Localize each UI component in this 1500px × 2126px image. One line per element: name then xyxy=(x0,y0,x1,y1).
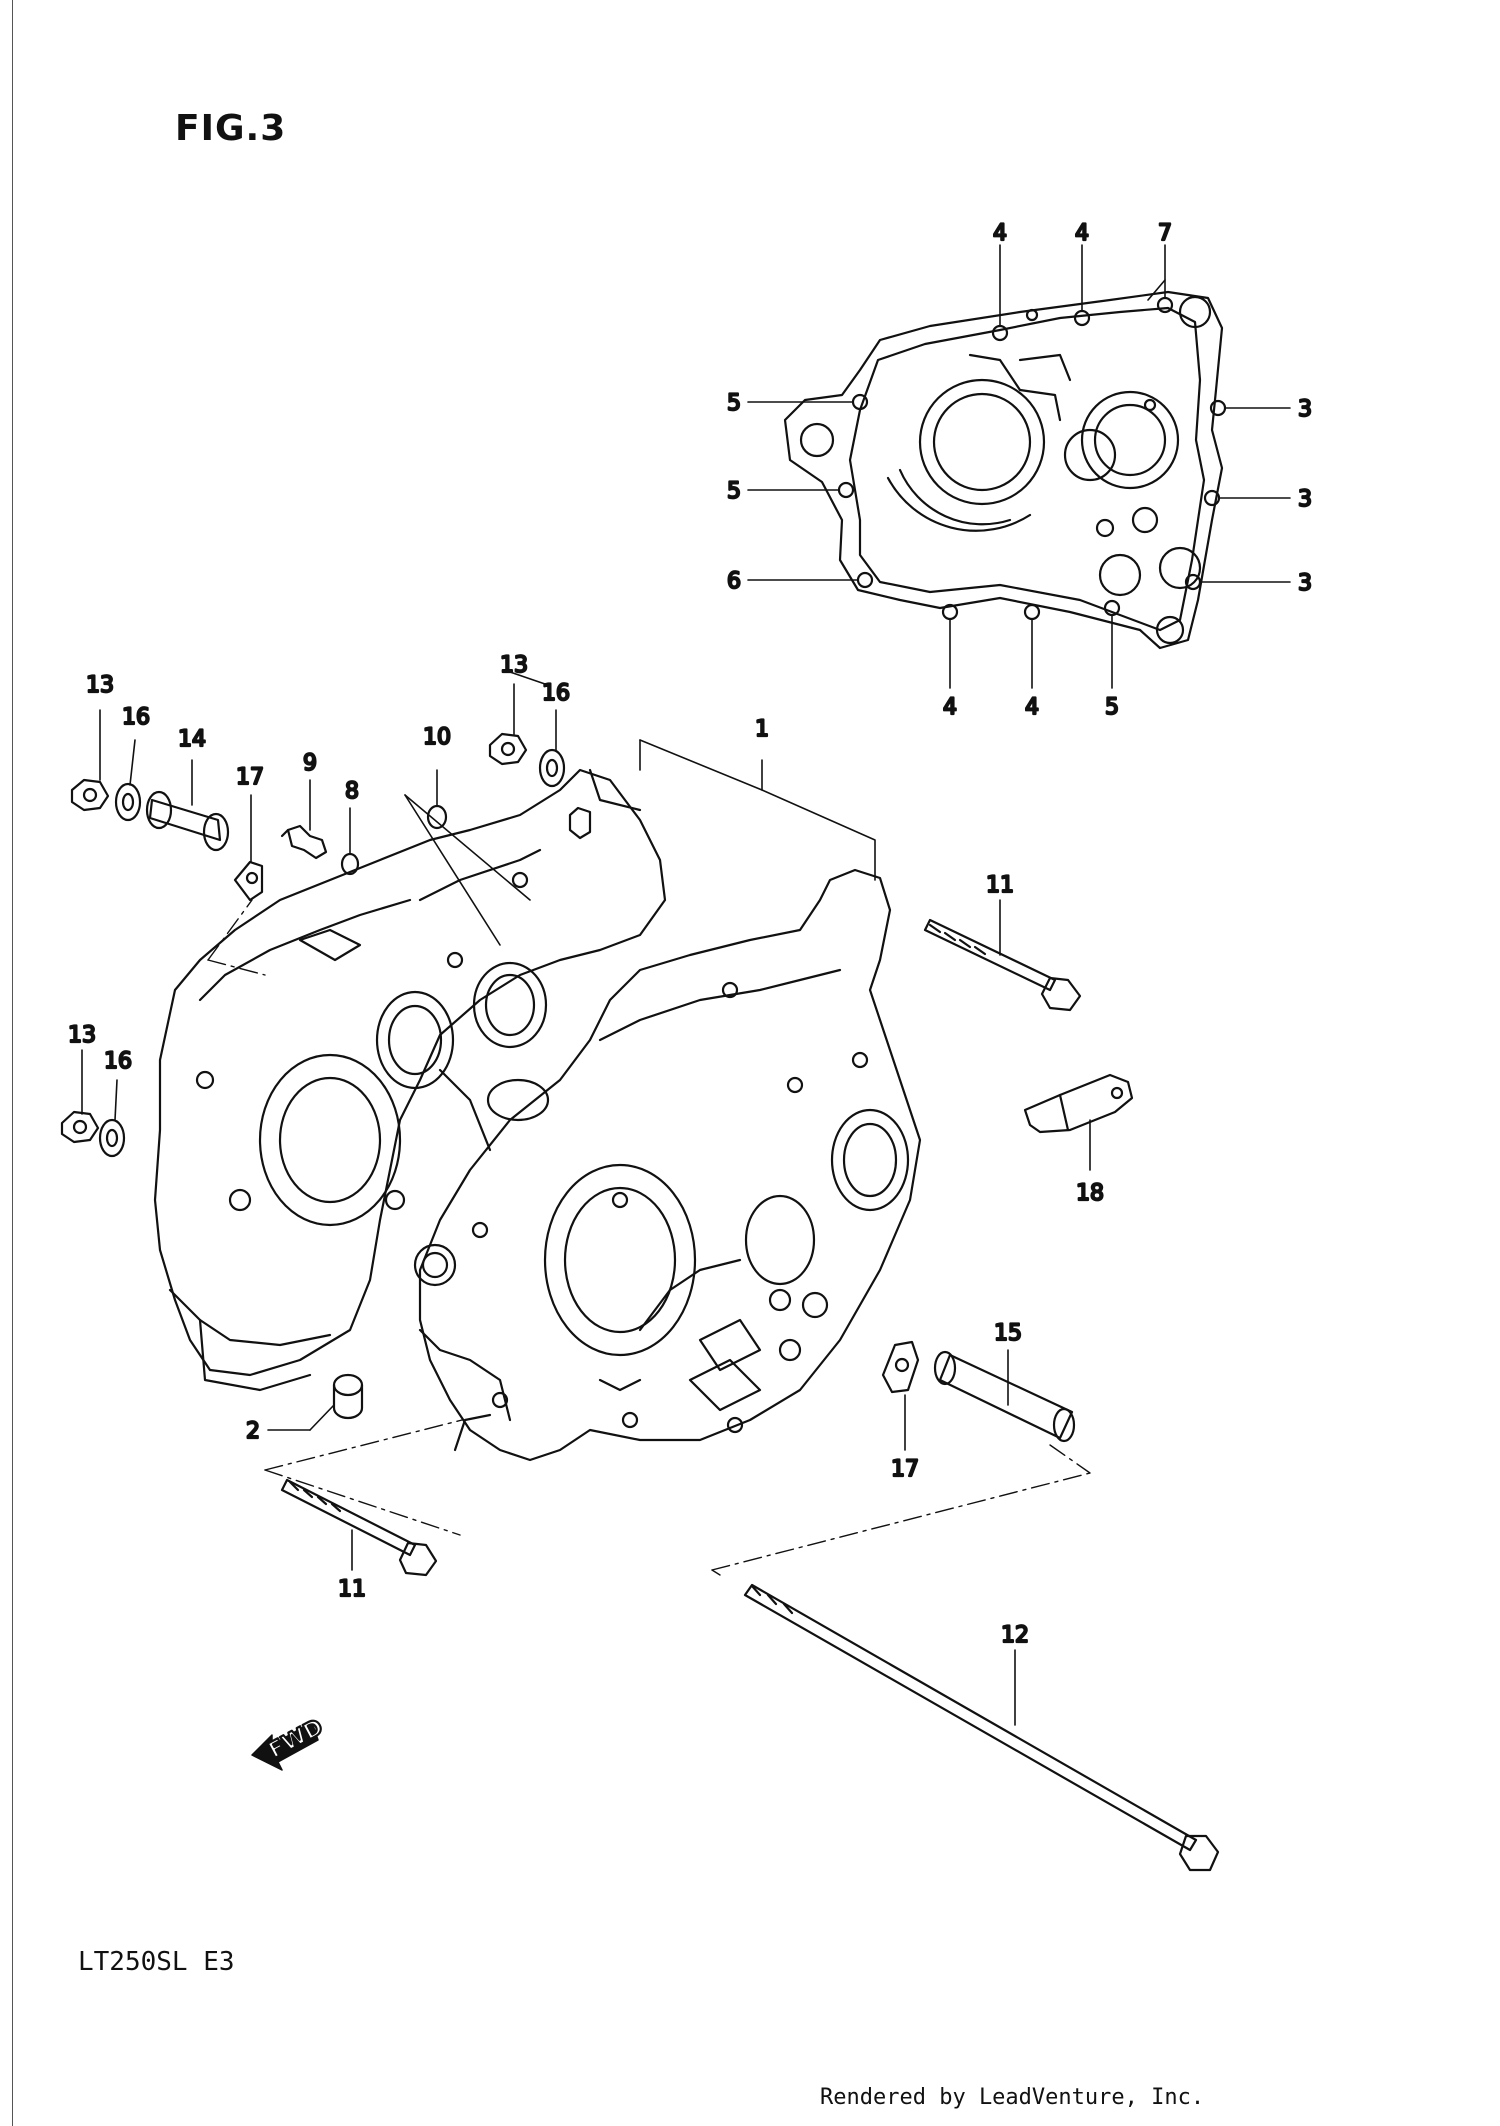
callout-6: 6 xyxy=(727,569,741,594)
fwd-label: FWD xyxy=(265,1715,328,1764)
callout-numbers: 4 4 7 3 3 3 5 5 6 4 4 5 1 13 16 10 9 8 1… xyxy=(67,220,1313,1649)
dowel-pin xyxy=(332,1373,364,1420)
callout-12: 12 xyxy=(1001,1623,1029,1648)
callout-15: 15 xyxy=(994,1321,1022,1346)
bolt-11-lower xyxy=(280,1478,438,1577)
callout-7: 7 xyxy=(1158,221,1172,246)
switch-and-orings xyxy=(280,804,448,876)
callout-14: 14 xyxy=(178,727,206,752)
callout-4: 4 xyxy=(943,695,957,720)
callout-3: 3 xyxy=(1298,397,1312,422)
callout-17: 17 xyxy=(891,1457,919,1482)
spacer-15 xyxy=(933,1350,1076,1443)
callout-11: 11 xyxy=(338,1577,366,1602)
callout-4: 4 xyxy=(1075,221,1089,246)
callout-16: 16 xyxy=(104,1049,132,1074)
callout-3: 3 xyxy=(1298,487,1312,512)
washer-17-right xyxy=(881,1340,920,1394)
callout-13: 13 xyxy=(68,1023,96,1048)
stud-bolt-12 xyxy=(743,1583,1220,1872)
callout-16: 16 xyxy=(542,681,570,706)
callout-9: 9 xyxy=(303,751,317,776)
callout-11: 11 xyxy=(986,873,1014,898)
crankcase-gasket xyxy=(783,290,1227,650)
crankcase-left-half xyxy=(153,768,667,1392)
figure-title: FIG.3 xyxy=(175,108,287,149)
top-center-fasteners xyxy=(488,732,592,840)
callout-5: 5 xyxy=(727,391,741,416)
left-lower-fasteners xyxy=(60,1110,126,1158)
callout-8: 8 xyxy=(345,779,359,804)
callout-18: 18 xyxy=(1076,1181,1104,1206)
callout-5: 5 xyxy=(1105,695,1119,720)
callout-13: 13 xyxy=(500,653,528,678)
model-code: LT250SL E3 xyxy=(78,1947,235,1977)
callout-17: 17 xyxy=(236,765,264,790)
callout-5: 5 xyxy=(727,479,741,504)
forward-arrow-icon: FWD xyxy=(251,1714,328,1771)
crankcase-right-half xyxy=(413,868,922,1462)
callout-leaders xyxy=(81,279,1166,1726)
gasket-leaders xyxy=(747,244,1291,689)
callout-1: 1 xyxy=(755,717,769,742)
callout-16: 16 xyxy=(122,705,150,730)
callout-4: 4 xyxy=(1025,695,1039,720)
callout-2: 2 xyxy=(246,1419,260,1444)
page-edge-line xyxy=(12,0,13,2126)
assembly-guide-lines xyxy=(207,899,1091,1576)
left-top-fasteners xyxy=(70,778,264,902)
render-credit: Rendered by LeadVenture, Inc. xyxy=(820,2085,1205,2110)
bracket-18 xyxy=(1023,1073,1134,1134)
callout-4: 4 xyxy=(993,221,1007,246)
callout-3: 3 xyxy=(1298,571,1312,596)
callout-13: 13 xyxy=(86,673,114,698)
callout-10: 10 xyxy=(423,725,451,750)
bolt-11-right xyxy=(923,918,1082,1012)
